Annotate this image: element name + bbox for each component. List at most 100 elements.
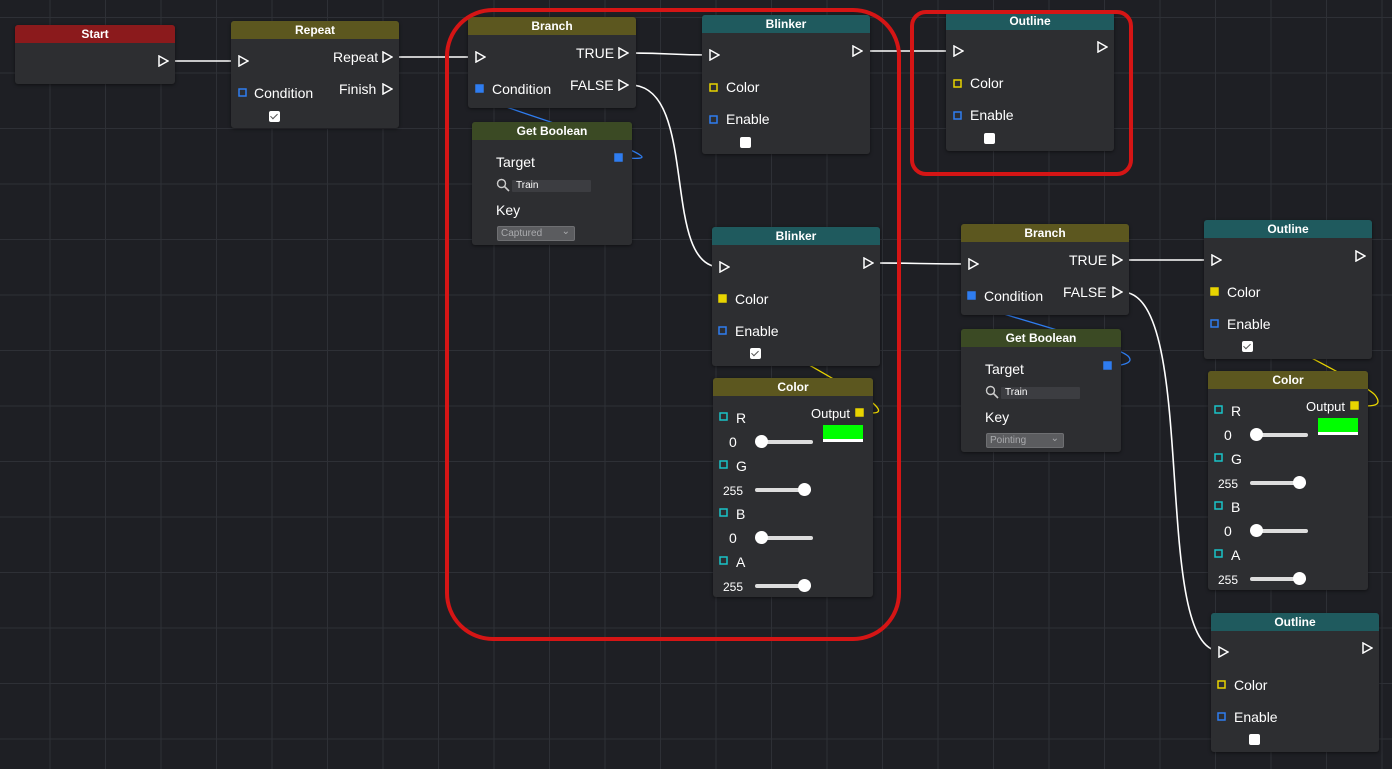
bool-pin-icon[interactable] [1210, 319, 1220, 329]
key-dropdown[interactable]: Captured [497, 225, 575, 241]
bool-pin-icon[interactable] [238, 88, 248, 98]
node-get-boolean[interactable]: Get Boolean Target Train Key Pointing [961, 329, 1121, 452]
node-title: Repeat [231, 21, 399, 39]
exec-out-icon[interactable] [618, 47, 629, 59]
exec-in-icon[interactable] [475, 51, 486, 63]
float-pin-icon[interactable] [1214, 453, 1224, 463]
target-input[interactable]: Train [512, 180, 591, 192]
exec-out-icon[interactable] [1355, 250, 1366, 262]
search-icon[interactable] [985, 385, 999, 399]
r-slider[interactable] [755, 435, 813, 448]
g-slider-knob[interactable] [1293, 476, 1306, 489]
exec-out-icon[interactable] [1112, 286, 1123, 298]
node-start[interactable]: Start [15, 25, 175, 84]
color-label: Color [726, 79, 760, 95]
node-color[interactable]: Color R Output 0 G 255 B 0 A 255 [1208, 371, 1368, 590]
node-get-boolean[interactable]: Get Boolean Target Train Key Captured [472, 122, 632, 245]
r-slider[interactable] [1250, 428, 1308, 441]
color-pin-icon[interactable] [855, 408, 865, 418]
key-dropdown[interactable]: Pointing [986, 432, 1064, 448]
bool-pin-icon[interactable] [709, 115, 719, 125]
node-outline[interactable]: Outline Color Enable [1204, 220, 1372, 359]
b-slider-knob[interactable] [755, 531, 768, 544]
node-title: Branch [961, 224, 1129, 242]
exec-out-icon[interactable] [852, 45, 863, 57]
r-slider-knob[interactable] [1250, 428, 1263, 441]
true-output-label: TRUE [576, 45, 615, 61]
search-icon[interactable] [496, 178, 510, 192]
float-pin-icon[interactable] [719, 508, 729, 518]
enable-label: Enable [1227, 316, 1271, 332]
node-branch[interactable]: Branch TRUE Condition FALSE [468, 17, 636, 108]
enable-checkbox[interactable] [1249, 734, 1260, 745]
node-title: Color [713, 378, 873, 396]
node-outline[interactable]: Outline Color Enable [1211, 613, 1379, 752]
node-blinker[interactable]: Blinker Color Enable [702, 15, 870, 154]
node-branch[interactable]: Branch TRUE Condition FALSE [961, 224, 1129, 315]
enable-checkbox[interactable] [984, 133, 995, 144]
exec-in-icon[interactable] [238, 55, 249, 67]
bool-pin-icon[interactable] [1217, 712, 1227, 722]
bool-pin-icon[interactable] [953, 111, 963, 121]
exec-out-icon[interactable] [382, 51, 393, 63]
bool-pin-icon[interactable] [1103, 361, 1113, 371]
exec-out-icon[interactable] [158, 55, 169, 67]
color-pin-icon[interactable] [1350, 401, 1360, 411]
exec-out-icon[interactable] [863, 257, 874, 269]
condition-label: Condition [254, 85, 314, 101]
color-pin-icon[interactable] [718, 294, 728, 304]
color-preview-swatch [823, 425, 863, 442]
g-slider[interactable] [755, 483, 811, 496]
enable-checkbox[interactable] [740, 137, 751, 148]
g-slider[interactable] [1250, 476, 1306, 489]
color-pin-icon[interactable] [1217, 680, 1227, 690]
bool-pin-icon[interactable] [475, 84, 485, 94]
bool-pin-icon[interactable] [614, 153, 624, 163]
color-pin-icon[interactable] [1210, 287, 1220, 297]
node-outline[interactable]: Outline Color Enable [946, 12, 1114, 151]
b-slider[interactable] [1250, 524, 1308, 537]
exec-in-icon[interactable] [968, 258, 979, 270]
float-pin-icon[interactable] [1214, 405, 1224, 415]
exec-in-icon[interactable] [1218, 646, 1229, 658]
exec-out-icon[interactable] [1362, 642, 1373, 654]
g-slider-knob[interactable] [798, 483, 811, 496]
r-slider-knob[interactable] [755, 435, 768, 448]
float-pin-icon[interactable] [719, 412, 729, 422]
color-pin-icon[interactable] [953, 79, 963, 89]
float-pin-icon[interactable] [719, 460, 729, 470]
node-repeat[interactable]: Repeat Repeat Condition Finish [231, 21, 399, 128]
exec-in-icon[interactable] [1211, 254, 1222, 266]
exec-out-icon[interactable] [1097, 41, 1108, 53]
node-color[interactable]: Color R Output 0 G 255 B 0 A 255 [713, 378, 873, 597]
color-pin-icon[interactable] [709, 83, 719, 93]
bool-pin-icon[interactable] [967, 291, 977, 301]
a-label: A [736, 554, 746, 570]
exec-out-icon[interactable] [618, 79, 629, 91]
exec-out-icon[interactable] [1112, 254, 1123, 266]
key-label: Key [496, 202, 521, 218]
exec-out-icon[interactable] [382, 83, 393, 95]
node-blinker[interactable]: Blinker Color Enable [712, 227, 880, 366]
exec-in-icon[interactable] [719, 261, 730, 273]
a-slider[interactable] [755, 579, 811, 592]
float-pin-icon[interactable] [1214, 501, 1224, 511]
b-slider[interactable] [755, 531, 813, 544]
enable-checkbox[interactable] [750, 348, 761, 359]
b-value: 0 [1224, 523, 1232, 539]
float-pin-icon[interactable] [1214, 549, 1224, 559]
a-slider-knob[interactable] [1293, 572, 1306, 585]
a-slider-knob[interactable] [798, 579, 811, 592]
b-slider-knob[interactable] [1250, 524, 1263, 537]
a-slider[interactable] [1250, 572, 1306, 585]
condition-checkbox[interactable] [269, 111, 280, 122]
enable-checkbox[interactable] [1242, 341, 1253, 352]
exec-in-icon[interactable] [709, 49, 720, 61]
bool-pin-icon[interactable] [718, 326, 728, 336]
target-input[interactable]: Train [1001, 387, 1080, 399]
target-label: Target [985, 361, 1024, 377]
exec-in-icon[interactable] [953, 45, 964, 57]
float-pin-icon[interactable] [719, 556, 729, 566]
g-label: G [736, 458, 747, 474]
